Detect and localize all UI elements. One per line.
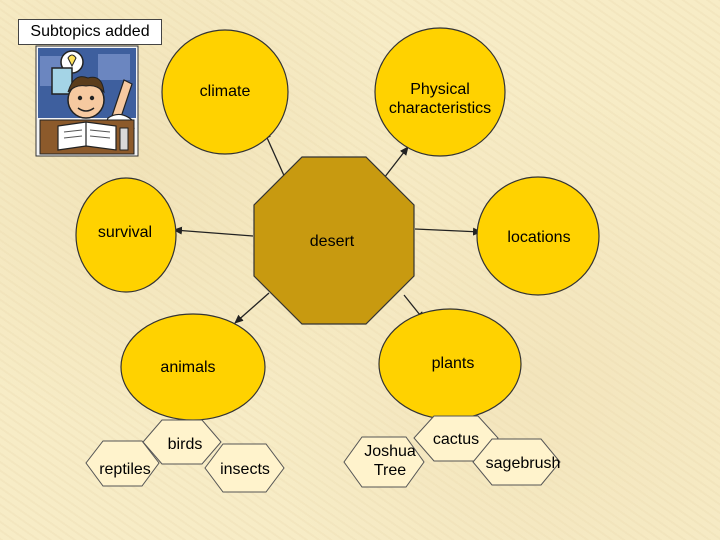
- topic-survival-label: survival: [80, 223, 170, 242]
- center-desert-label: desert: [282, 232, 382, 251]
- arrow-to-locations: [415, 229, 481, 232]
- topic-physical-label: Physical characteristics: [380, 80, 500, 118]
- subtopic-birds-label: birds: [145, 435, 225, 454]
- topic-locations-label: locations: [489, 228, 589, 247]
- subtopic-cactus-label: cactus: [416, 430, 496, 449]
- arrow-to-animals: [235, 293, 269, 323]
- topic-animals-label: animals: [138, 358, 238, 377]
- topic-climate-label: climate: [175, 82, 275, 101]
- subtopic-insects-label: insects: [205, 460, 285, 479]
- arrow-to-physical: [384, 147, 408, 178]
- topic-plants-label: plants: [403, 354, 503, 373]
- arrow-to-survival: [174, 230, 253, 236]
- subtopic-sagebrush-label: sagebrush: [478, 454, 568, 473]
- subtopic-reptiles-label: reptiles: [85, 460, 165, 479]
- student-idea-icon: [36, 46, 138, 156]
